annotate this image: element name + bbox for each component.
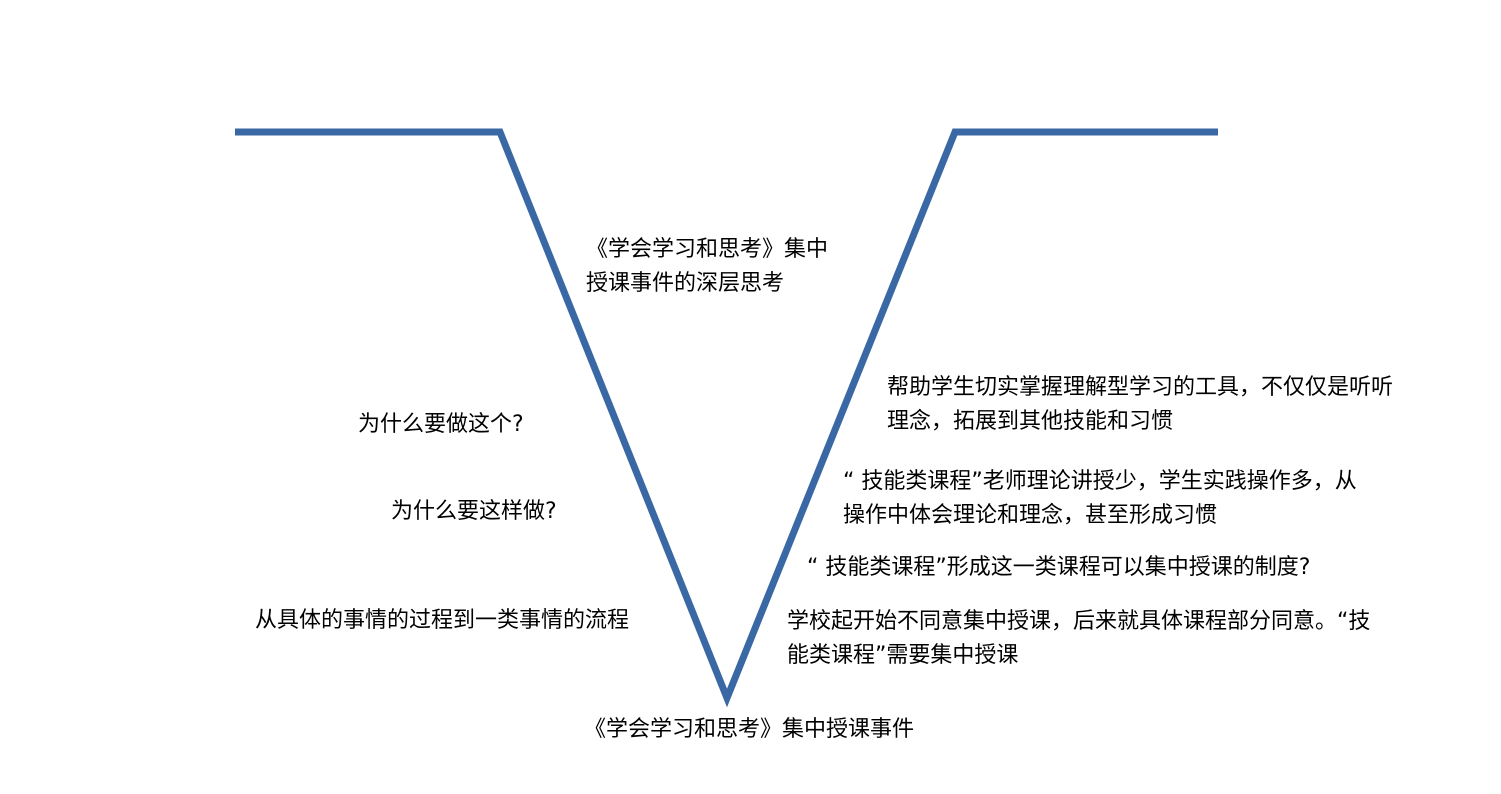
center-title: 《学会学习和思考》集中 授课事件的深层思考 bbox=[586, 233, 828, 301]
left-question-why-this-way: 为什么要这样做? bbox=[391, 499, 557, 524]
right-statement-1: 帮助学生切实掌握理解型学习的工具，不仅仅是听听 理念，拓展到其他技能和习惯 bbox=[887, 371, 1393, 439]
right-statement-4-line-1: 学校起开始不同意集中授课，后来就具体课程部分同意。“技 bbox=[787, 609, 1371, 634]
bottom-event-label: 《学会学习和思考》集中授课事件 bbox=[584, 717, 915, 742]
right-statement-1-line-1: 帮助学生切实掌握理解型学习的工具，不仅仅是听听 bbox=[887, 375, 1394, 400]
right-statement-4: 学校起开始不同意集中授课，后来就具体课程部分同意。“技 能类课程”需要集中授课 bbox=[787, 605, 1370, 673]
right-statement-1-line-2: 理念，拓展到其他技能和习惯 bbox=[887, 409, 1174, 434]
right-statement-3: “ 技能类课程”形成这一类课程可以集中授课的制度? bbox=[807, 555, 1311, 580]
right-statement-2-line-2: 操作中体会理论和理念，甚至形成习惯 bbox=[843, 503, 1218, 528]
left-process-to-flow: 从具体的事情的过程到一类事情的流程 bbox=[255, 608, 630, 633]
center-title-line-2: 授课事件的深层思考 bbox=[586, 271, 785, 296]
center-title-line-1: 《学会学习和思考》集中 bbox=[586, 237, 829, 262]
right-statement-4-line-2: 能类课程”需要集中授课 bbox=[787, 643, 1019, 668]
right-statement-2-line-1: “ 技能类课程”老师理论讲授少，学生实践操作多，从 bbox=[843, 469, 1357, 494]
v-shape-line bbox=[235, 128, 1218, 708]
left-question-why-do-this: 为什么要做这个? bbox=[358, 412, 524, 437]
right-statement-2: “ 技能类课程”老师理论讲授少，学生实践操作多，从 操作中体会理论和理念，甚至形… bbox=[843, 465, 1357, 533]
